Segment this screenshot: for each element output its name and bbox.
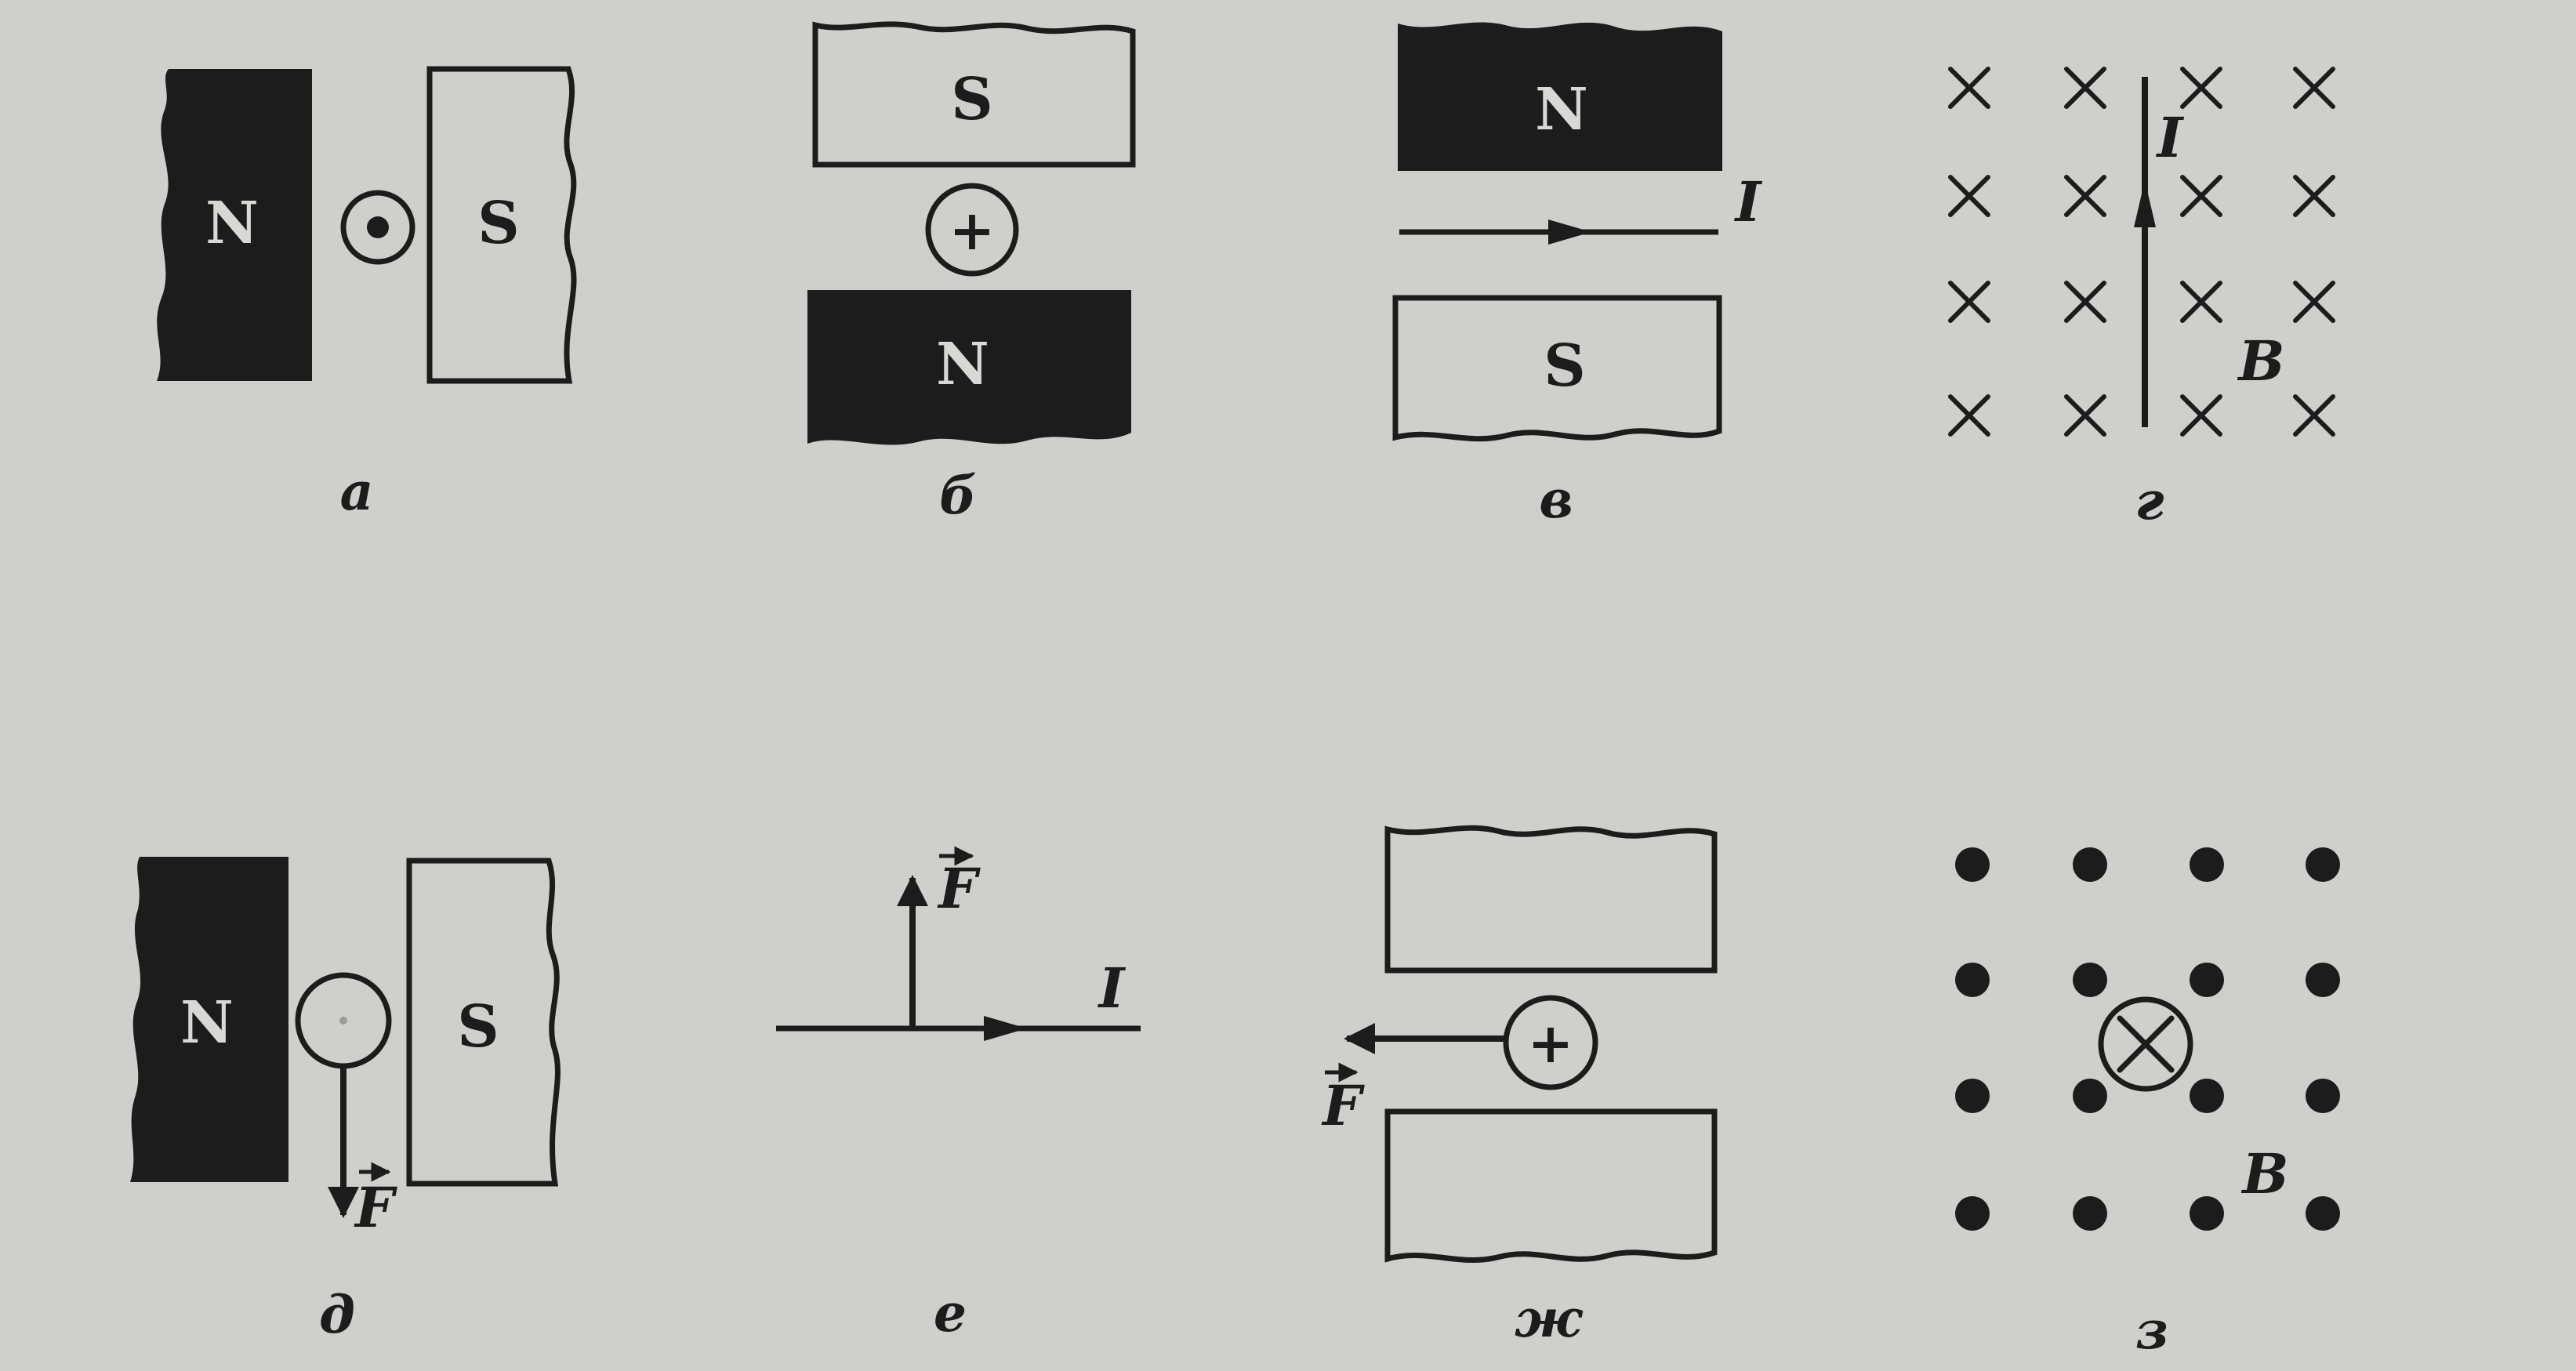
pole-n-label: N: [205, 190, 259, 257]
magnet-n-block: [1398, 22, 1722, 172]
field-dot-icon: [2306, 847, 2340, 882]
field-dot-icon: [1955, 847, 1990, 882]
field-cross-icon: [1948, 281, 1990, 323]
field-cross-icon: [2064, 394, 2106, 437]
field-out-of-page-dot-grid: [1955, 847, 2340, 1231]
field-into-page-cross-grid: [1948, 67, 2335, 437]
field-cross-icon: [2293, 281, 2335, 323]
field-label: B: [2240, 1141, 2288, 1206]
force-label: F: [937, 856, 981, 921]
lower-magnet-block: [1384, 1108, 1718, 1263]
field-cross-icon: [2293, 67, 2335, 109]
positive-charge-ring: [925, 183, 1019, 277]
field-dot-icon: [2190, 847, 2224, 882]
magnet-n-block: [807, 290, 1131, 445]
caption-e: е: [934, 1282, 967, 1344]
pole-s-label: S: [477, 190, 519, 257]
panel-a: N S а: [157, 66, 577, 522]
field-dot-icon: [1955, 963, 1990, 997]
field-cross-icon: [2064, 67, 2106, 109]
current-label: I: [1734, 169, 1763, 234]
positive-charge-sign: +: [1528, 1010, 1574, 1075]
panel-g: I B г: [1948, 67, 2335, 531]
field-cross-icon: [1948, 175, 1990, 217]
pole-s-label: S: [457, 993, 499, 1061]
conductor-center-dot-icon: [339, 1017, 347, 1025]
field-dot-icon: [2073, 1079, 2107, 1113]
field-cross-icon: [2180, 281, 2222, 323]
pole-n-label: N: [936, 331, 989, 398]
panel-e: I F е: [776, 846, 1141, 1344]
current-direction-arrow-icon: [984, 1016, 1027, 1041]
magnet-n-block: [130, 857, 288, 1182]
current-label: I: [1098, 956, 1127, 1021]
magnet-s-block: [426, 66, 577, 384]
positive-charge-ring: [1503, 995, 1598, 1090]
magnet-n-block: [157, 69, 312, 381]
caption-v: в: [1539, 469, 1573, 530]
caption-d: д: [319, 1284, 355, 1345]
panel-z: B з: [1955, 847, 2340, 1361]
field-cross-icon: [2180, 67, 2222, 109]
force-label: F: [1321, 1073, 1365, 1138]
caption-a: а: [340, 461, 374, 522]
field-label: B: [2237, 328, 2284, 394]
field-cross-icon: [2293, 175, 2335, 217]
pole-n-label: N: [1535, 76, 1588, 143]
magnet-s-block: [1392, 295, 1722, 442]
field-dot-icon: [1955, 1196, 1990, 1231]
field-dot-icon: [1955, 1079, 1990, 1113]
pole-s-label: S: [951, 66, 992, 133]
field-cross-icon: [2064, 175, 2106, 217]
force-label: F: [354, 1175, 397, 1240]
field-dot-icon: [2073, 963, 2107, 997]
field-cross-icon: [1948, 394, 1990, 437]
caption-z: з: [2135, 1300, 2168, 1361]
field-dot-icon: [2306, 963, 2340, 997]
field-cross-icon: [2180, 175, 2222, 217]
pole-s-label: S: [1544, 332, 1585, 400]
panel-zh: + F ж: [1321, 825, 1718, 1349]
field-dot-icon: [2190, 1196, 2224, 1231]
field-dot-icon: [2190, 1079, 2224, 1113]
magnet-s-block: [406, 858, 561, 1187]
caption-zh: ж: [1515, 1288, 1584, 1349]
field-dot-icon: [2073, 1196, 2107, 1231]
upper-magnet-block: [1384, 825, 1718, 974]
field-dot-icon: [2306, 1196, 2340, 1231]
panel-b: S + N б: [807, 21, 1136, 526]
panel-v: N I S в: [1392, 22, 1763, 530]
current-direction-arrow-icon: [1548, 219, 1591, 245]
caption-b: б: [939, 465, 977, 526]
panel-d: N F S д: [130, 857, 561, 1345]
field-dot-icon: [2190, 963, 2224, 997]
conductor-ring: [340, 190, 415, 265]
field-cross-icon: [1948, 67, 1990, 109]
current-direction-arrow-icon: [2134, 180, 2156, 227]
magnet-s-block: [812, 21, 1136, 168]
field-dot-icon: [2306, 1079, 2340, 1113]
current-into-page-cross-icon: [2117, 1015, 2175, 1073]
current-label: I: [2156, 105, 2185, 170]
field-cross-icon: [2064, 281, 2106, 323]
pole-n-label: N: [180, 989, 234, 1057]
field-dot-icon: [2073, 847, 2107, 882]
field-cross-icon: [2180, 394, 2222, 437]
positive-charge-sign: +: [949, 198, 996, 263]
caption-g: г: [2135, 470, 2164, 531]
field-cross-icon: [2293, 394, 2335, 437]
current-out-dot-icon: [367, 216, 389, 238]
